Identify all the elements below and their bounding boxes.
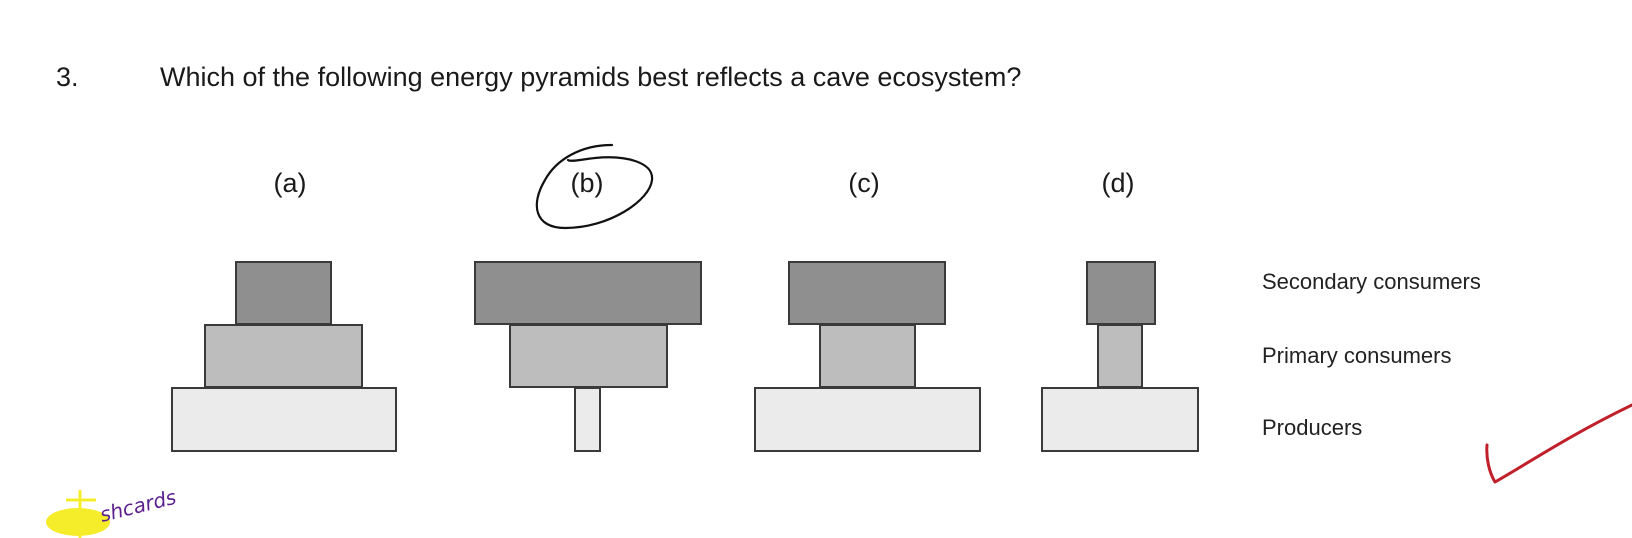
check-mark-icon xyxy=(1485,403,1632,484)
pyramid-a-primary-tier xyxy=(204,324,363,388)
pyramid-d-producers-tier xyxy=(1041,387,1199,452)
pyramid-b-primary-tier xyxy=(509,324,668,388)
question-text: Which of the following energy pyramids b… xyxy=(160,62,1022,92)
pyramid-d-secondary-tier xyxy=(1086,261,1156,325)
pyramid-a-secondary-tier xyxy=(235,261,332,325)
option-label-b: (b) xyxy=(570,168,604,198)
highlight-mark-icon xyxy=(46,508,110,536)
question-number: 3. xyxy=(56,62,79,92)
handwritten-note: shcards xyxy=(97,485,178,527)
pyramid-b-secondary-tier xyxy=(474,261,702,325)
pyramid-c-secondary-tier xyxy=(788,261,946,325)
pyramid-b-producers-tier xyxy=(574,387,601,452)
option-label-c: (c) xyxy=(848,168,880,198)
pyramid-d-primary-tier xyxy=(1097,324,1143,388)
pyramid-a-producers-tier xyxy=(171,387,397,452)
legend-secondary-consumers: Secondary consumers xyxy=(1262,269,1481,294)
legend-primary-consumers: Primary consumers xyxy=(1262,343,1452,368)
option-label-d: (d) xyxy=(1101,168,1135,198)
option-label-a: (a) xyxy=(273,168,307,198)
legend-producers: Producers xyxy=(1262,415,1363,440)
pyramid-c-producers-tier xyxy=(754,387,981,452)
pyramid-c-primary-tier xyxy=(819,324,916,388)
